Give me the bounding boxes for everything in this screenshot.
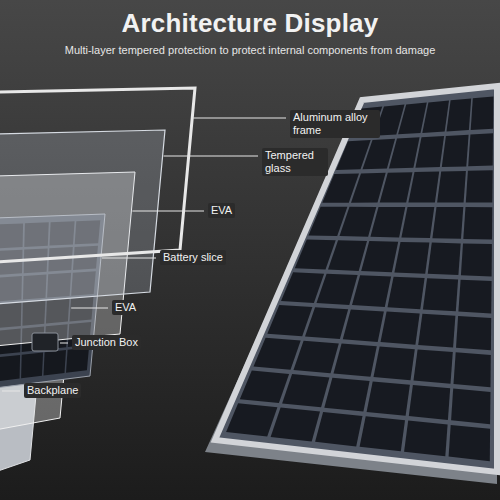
solar-cell <box>468 133 493 166</box>
solar-cell <box>389 137 420 168</box>
solar-cell <box>267 305 312 336</box>
solar-cell <box>442 135 469 167</box>
solar-cell <box>415 136 444 168</box>
solar-cell <box>360 416 405 451</box>
solar-cell <box>463 207 492 239</box>
solar-cell <box>66 348 89 373</box>
leader-line <box>60 343 68 344</box>
part-label: Junction Box <box>72 335 141 350</box>
exploded-stack <box>0 88 195 472</box>
part-label: Backplane <box>24 383 81 398</box>
leader-line <box>102 258 156 259</box>
leader-line <box>164 156 258 157</box>
solar-cell <box>401 207 434 238</box>
solar-cell <box>315 412 362 447</box>
solar-cell <box>334 344 377 377</box>
solar-cell <box>0 355 20 381</box>
leader-line <box>71 308 108 309</box>
solar-cell <box>343 309 384 342</box>
part-label: EVA <box>208 203 235 218</box>
leader-line <box>193 118 286 119</box>
solar-cell <box>271 408 320 442</box>
solar-cell <box>422 101 449 133</box>
panel-edge <box>205 92 497 484</box>
solar-cell <box>21 352 43 378</box>
subtitle: Multi-layer tempered protection to prote… <box>0 44 500 56</box>
solar-cell <box>454 352 491 387</box>
leader-line <box>2 391 20 392</box>
solar-cell <box>398 103 427 135</box>
solar-cell <box>317 274 358 305</box>
solar-cell <box>281 272 324 303</box>
solar-cell <box>428 243 461 276</box>
solar-cell <box>44 350 67 376</box>
solar-cell <box>456 316 491 350</box>
solar-cell <box>240 371 289 404</box>
solar-cell <box>461 243 492 276</box>
solar-cell <box>294 341 339 374</box>
solar-cell <box>447 98 472 131</box>
solar-cell <box>367 381 410 415</box>
part-label: Battery slice <box>160 250 226 265</box>
solar-cell <box>466 170 493 202</box>
solar-cell <box>451 389 490 425</box>
leader-line <box>132 211 204 212</box>
solar-cell <box>471 96 494 130</box>
part-label: Aluminum alloy frame <box>290 110 380 138</box>
solar-cell <box>352 275 391 307</box>
solar-cell <box>449 425 491 461</box>
frame-layer <box>0 88 195 262</box>
solar-cell <box>418 314 455 348</box>
solar-cell <box>437 171 466 203</box>
solar-cell <box>282 374 329 407</box>
frame-layer-sheet <box>0 88 195 262</box>
solar-cell <box>432 207 463 239</box>
solar-cell <box>388 277 425 310</box>
solar-cell <box>409 385 450 420</box>
solar-cell <box>414 349 453 383</box>
glass-layer-sheet <box>0 130 165 304</box>
solar-cell <box>226 403 277 436</box>
solar-cell <box>254 338 301 370</box>
solar-cell <box>324 378 369 412</box>
solar-cell <box>361 241 398 272</box>
solar-cell <box>351 173 386 203</box>
panel-frame <box>215 86 497 472</box>
junction-box <box>32 333 58 351</box>
solar-cell <box>458 280 491 314</box>
solar-cell <box>381 312 420 345</box>
solar-cell <box>305 307 348 339</box>
title: Architecture Display <box>0 8 500 39</box>
part-label: EVA <box>112 300 139 315</box>
solar-cell <box>408 172 439 203</box>
solar-cell <box>370 207 405 238</box>
part-label: Tempered glass <box>262 148 328 176</box>
glass-layer <box>0 130 165 304</box>
solar-cell <box>295 240 336 270</box>
solar-cell <box>394 242 429 274</box>
solar-cell <box>404 421 448 457</box>
solar-cell <box>340 207 377 237</box>
solar-cell <box>380 172 413 202</box>
assembled-panel <box>205 86 497 484</box>
solar-cell <box>423 278 458 311</box>
solar-cell <box>328 240 367 271</box>
solar-cell <box>374 347 415 381</box>
